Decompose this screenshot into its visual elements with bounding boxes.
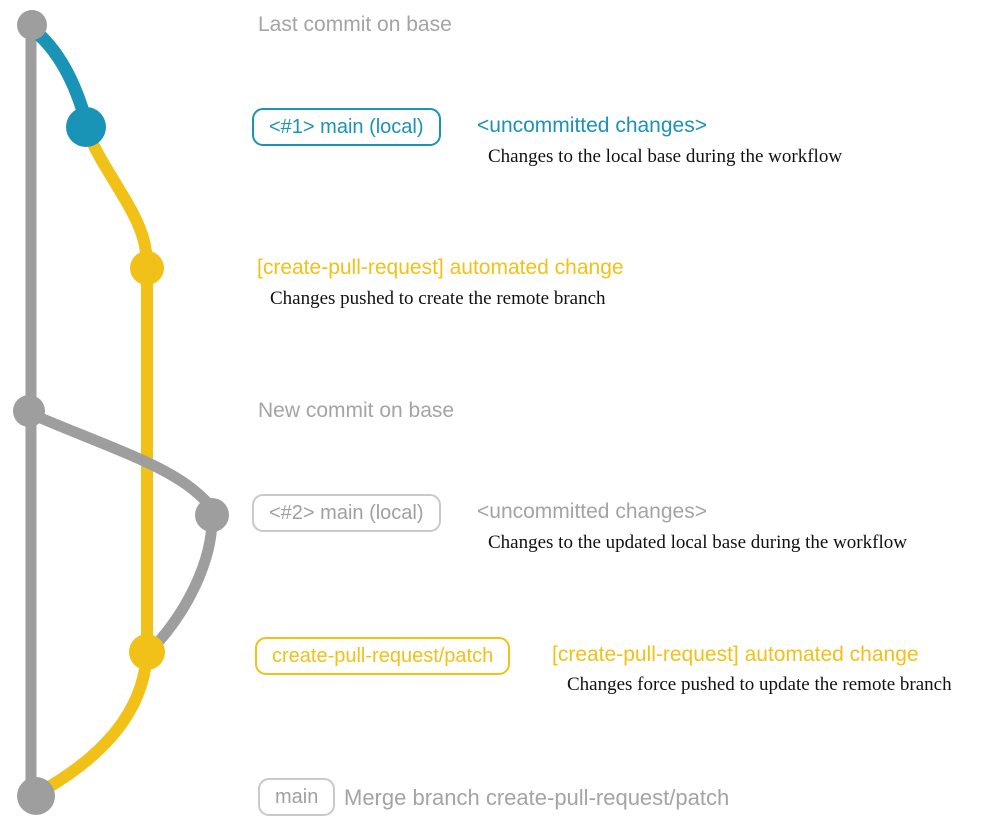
commit-dot-automated-change-2 xyxy=(129,634,165,670)
label-last-commit-on-base: Last commit on base xyxy=(258,13,452,36)
commit-dot-automated-change-1 xyxy=(130,251,164,285)
commit-dot-new-base xyxy=(13,395,45,427)
commit-dot-last-base xyxy=(17,10,47,40)
branch-badge-patch: create-pull-request/patch xyxy=(255,637,511,675)
label-new-commit-on-base: New commit on base xyxy=(258,399,455,422)
git-graph xyxy=(13,10,229,815)
caption-updated-local-base-changes: Changes to the updated local base during… xyxy=(488,532,907,553)
caption-local-base-changes: Changes to the local base during the wor… xyxy=(488,146,843,167)
label-uncommitted-changes-1: <uncommitted changes> xyxy=(477,114,707,137)
label-automated-change-2: [create-pull-request] automated change xyxy=(552,643,919,666)
commit-dot-merge xyxy=(17,777,55,815)
branch-badge-main-local-2: <#2> main (local) xyxy=(252,494,441,532)
local-main-1-branch-line xyxy=(24,21,93,129)
label-uncommitted-changes-2: <uncommitted changes> xyxy=(477,500,707,523)
label-merge-branch: Merge branch create-pull-request/patch xyxy=(344,785,730,810)
commit-dot-main-local-2 xyxy=(195,498,229,532)
branch-badge-main-local-1: <#1> main (local) xyxy=(252,108,441,146)
branch-badge-main: main xyxy=(258,778,336,816)
commit-dot-main-local-1 xyxy=(66,107,106,147)
local-main-2-branch-line xyxy=(23,407,218,655)
caption-pushed-create-remote: Changes pushed to create the remote bran… xyxy=(270,288,606,309)
caption-force-pushed-update-remote: Changes force pushed to update the remot… xyxy=(567,674,952,695)
label-automated-change-1: [create-pull-request] automated change xyxy=(257,256,624,279)
